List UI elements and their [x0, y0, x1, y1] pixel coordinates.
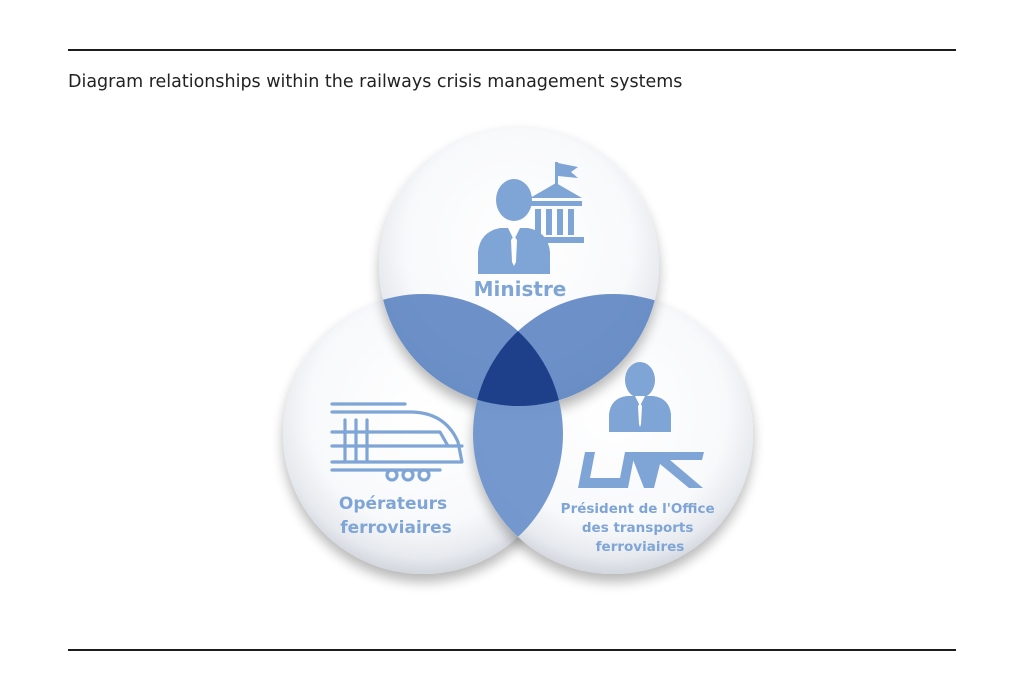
overlap-center — [473, 294, 563, 406]
top-rule — [68, 49, 956, 51]
president-label-line-1: Président de l'Office — [561, 501, 715, 517]
president-label: Président de l'Office des transports fer… — [561, 501, 720, 555]
president-label-line-2: des transports — [582, 520, 694, 536]
train-icon — [330, 402, 464, 482]
operators-label: Opérateurs ferroviaires — [339, 494, 453, 538]
minister-label: Ministre — [474, 277, 567, 301]
figure-caption: Diagram relationships within the railway… — [68, 72, 683, 92]
president-label-line-3: ferroviaires — [596, 539, 685, 555]
operators-label-line-1: Opérateurs — [339, 494, 447, 514]
president-logo-icon — [578, 362, 704, 488]
minister-building-icon — [478, 162, 584, 274]
operators-label-line-2: ferroviaires — [340, 518, 452, 538]
bottom-rule — [68, 649, 956, 651]
